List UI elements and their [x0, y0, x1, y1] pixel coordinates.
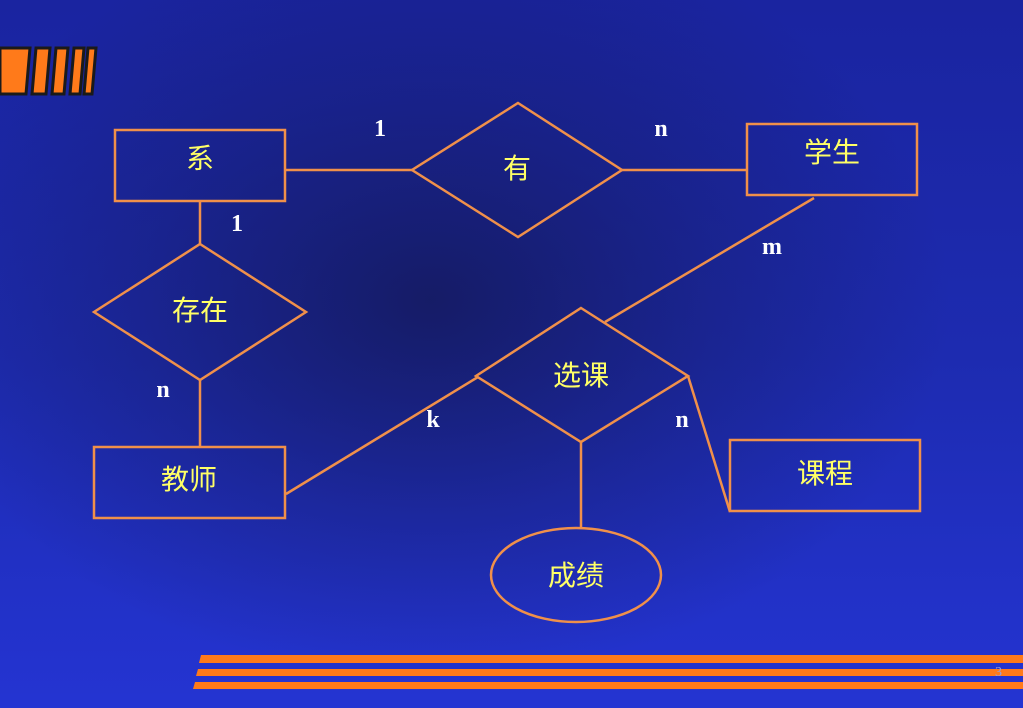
- entity-student-box: [745, 122, 919, 197]
- cardinality-enroll-course: n: [675, 407, 688, 433]
- page-number: 3: [995, 665, 1002, 680]
- cardinality-exists-department: 1: [231, 211, 243, 237]
- entity-teacher-label: 教师: [161, 463, 217, 496]
- relationship-enroll-label: 选课: [553, 359, 609, 392]
- entity-teacher-box: [92, 445, 287, 520]
- attribute-grade-ellipse: [489, 526, 663, 624]
- entity-student-label: 学生: [804, 136, 860, 169]
- entity-course-box: [728, 438, 922, 513]
- connector-enroll-course: [686, 375, 732, 513]
- connector-student-enroll: [604, 196, 815, 324]
- relationship-exists-diamond: [91, 242, 309, 382]
- cardinality-exists-teacher: n: [156, 377, 169, 403]
- corner-stripes-decoration: [0, 46, 98, 96]
- cardinality-has-student: n: [654, 116, 667, 142]
- entity-department-box: [113, 128, 287, 203]
- relationship-has-label: 有: [503, 152, 531, 185]
- attribute-grade-label: 成绩: [548, 559, 604, 592]
- relationship-exists-label: 存在: [172, 294, 228, 327]
- connector-teacher-enroll: [285, 375, 479, 496]
- footer-stripes-decoration: [193, 655, 1023, 689]
- cardinality-enroll-teacher: k: [426, 407, 440, 433]
- cardinality-enroll-student: m: [762, 234, 782, 260]
- relationship-has-diamond: [409, 101, 625, 239]
- entity-department-label: 系: [186, 142, 214, 175]
- entity-course-label: 课程: [797, 457, 853, 490]
- relationship-enroll-diamond: [473, 306, 691, 444]
- cardinality-has-department: 1: [374, 116, 386, 142]
